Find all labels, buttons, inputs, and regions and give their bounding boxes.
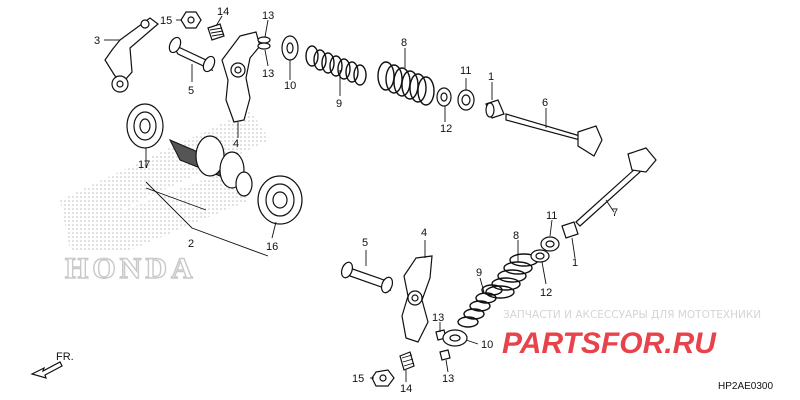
callout-15-top: 15 (160, 15, 172, 27)
part-15-nut-top (180, 11, 202, 29)
callout-10-top: 10 (284, 80, 296, 92)
leader-lines (104, 15, 615, 382)
callout-8-top: 8 (401, 37, 407, 49)
callout-13-bottom-b: 13 (442, 373, 454, 385)
part-17-bearing-small (126, 103, 164, 149)
part-8-outer-spring-bottom (485, 253, 539, 299)
callout-11-top: 11 (460, 65, 471, 77)
callouts: 3 15 14 13 13 5 10 9 8 12 11 1 6 4 17 2 … (94, 6, 618, 395)
part-9-inner-spring-bottom (457, 284, 503, 328)
part-4-rocker-arm-top (221, 31, 261, 123)
watermark-tagline: ЗАПЧАСТИ И АКСЕССУАРЫ ДЛЯ МОТОТЕХНИКИ (503, 309, 761, 321)
part-10-retainer-top (281, 35, 299, 61)
callout-1-bottom: 1 (572, 257, 578, 269)
part-9-inner-spring-top (305, 45, 367, 86)
honda-wing-logo: HONDA (60, 110, 270, 286)
callout-12-bottom: 12 (540, 287, 552, 299)
callout-13-bottom-a: 13 (432, 312, 444, 324)
callout-13-top-b: 13 (262, 68, 274, 80)
callout-3: 3 (94, 35, 100, 47)
callout-16: 16 (266, 241, 278, 253)
front-direction-label: FR. (56, 351, 74, 363)
brand-logo-text: HONDA (65, 252, 197, 285)
callout-7: 7 (612, 207, 618, 219)
part-14-screw-top (207, 23, 225, 41)
part-2-camshaft (168, 135, 253, 197)
callout-17: 17 (138, 159, 150, 171)
callout-13-top-a: 13 (262, 10, 274, 22)
front-direction-indicator: FR. (30, 351, 74, 379)
callout-14-top: 14 (217, 6, 229, 18)
part-12-seat-top (436, 87, 452, 107)
callout-9-top: 9 (336, 98, 342, 110)
part-14-screw-bottom (399, 351, 415, 371)
callout-14-bottom: 14 (400, 383, 412, 395)
callout-5-top: 5 (188, 85, 194, 97)
callout-6: 6 (542, 97, 548, 109)
callout-9-bottom: 9 (476, 267, 482, 279)
watermark-site: PARTSFOR.RU (502, 327, 717, 360)
part-13-cotters-top (257, 36, 271, 50)
part-5-shaft-bottom (340, 261, 394, 294)
callout-8-bottom: 8 (513, 230, 519, 242)
callout-12-top: 12 (440, 123, 452, 135)
callout-11-bottom: 11 (546, 210, 557, 222)
part-8-outer-spring-top (377, 61, 435, 106)
part-11-seal-top (457, 89, 475, 111)
part-11-seal-bottom (540, 236, 560, 252)
part-6-valve-top (505, 113, 603, 157)
part-12-seat-bottom (530, 249, 550, 263)
part-16-bearing-large (257, 175, 303, 225)
callout-4-bottom: 4 (421, 227, 427, 239)
callout-4-top: 4 (233, 138, 239, 150)
part-3-bracket (104, 17, 159, 93)
part-1-guide-bottom (561, 221, 579, 239)
callout-5-bottom: 5 (362, 237, 368, 249)
callout-15-bottom: 15 (352, 373, 364, 385)
callout-2: 2 (188, 238, 194, 250)
part-5-shaft-top (168, 36, 216, 73)
callout-1-top: 1 (488, 71, 494, 83)
diagram-code: HP2AE0300 (718, 381, 773, 392)
part-4-rocker-arm-bottom (401, 255, 433, 343)
part-10-retainer-bottom (442, 329, 468, 347)
callout-10-bottom: 10 (481, 339, 493, 351)
part-1-guide-top (485, 99, 505, 119)
part-15-nut-bottom (371, 369, 395, 387)
part-7-valve-bottom (575, 147, 657, 227)
